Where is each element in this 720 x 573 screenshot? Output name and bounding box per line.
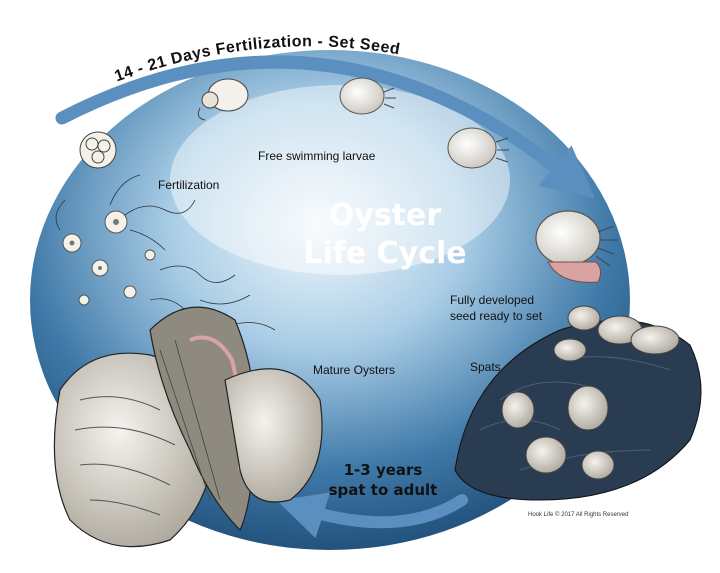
top-cycle-arrow <box>55 55 596 199</box>
fertilized-egg-cluster-illustration <box>79 131 117 169</box>
spat-shells <box>501 305 680 480</box>
water-highlight <box>170 85 510 275</box>
copyright-credit: Hook Life © 2017 All Rights Reserved <box>528 512 629 518</box>
label-free-swimming-larvae: Free swimming larvae <box>258 149 376 163</box>
diagram-title-line1: Oyster <box>328 198 442 233</box>
label-fully-developed-2: seed ready to set <box>450 309 543 323</box>
bottom-arc-label-line2: spat to adult <box>328 481 438 499</box>
larva-shell-2 <box>447 127 509 169</box>
bottom-arc-label-line1: 1-3 years <box>343 461 423 479</box>
label-fertilization: Fertilization <box>158 178 220 192</box>
label-spats: Spats <box>470 360 501 374</box>
trochophore-larva-illustration <box>197 78 249 121</box>
diagram-title-line2: Life Cycle <box>303 236 467 271</box>
mature-oysters-illustration <box>53 306 323 548</box>
pediveliger-larva <box>535 210 618 283</box>
label-mature-oysters: Mature Oysters <box>313 363 396 377</box>
larva-shell-1 <box>339 77 396 115</box>
bottom-cycle-arrow <box>277 492 468 539</box>
egg-cells <box>62 210 156 306</box>
label-fully-developed-1: Fully developed <box>450 293 535 307</box>
